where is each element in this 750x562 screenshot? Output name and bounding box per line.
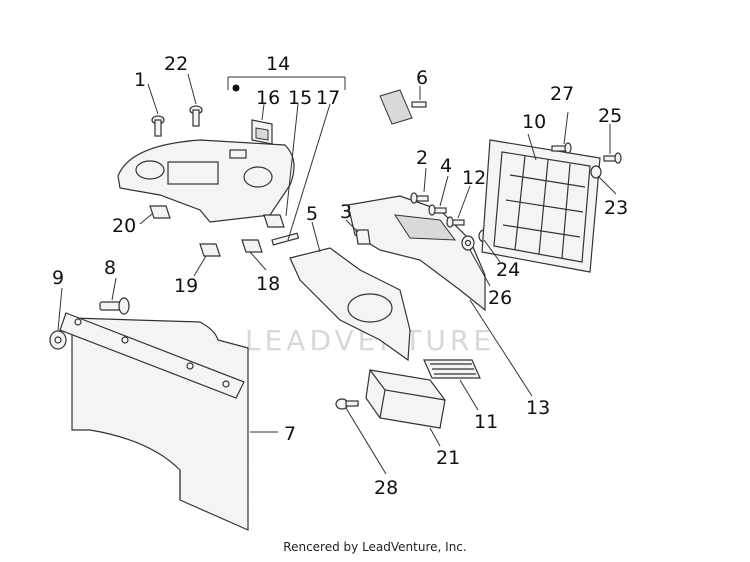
part-8-bolt[interactable] [99,297,130,315]
part-20-nut[interactable] [149,205,171,219]
part-3-nut[interactable] [355,229,371,245]
callout-22: 22 [164,53,188,75]
part-rail-strip[interactable] [59,312,245,399]
part-5-bracket[interactable] [289,247,411,362]
callout-3: 3 [340,201,352,223]
part-6-reflector[interactable] [379,89,427,125]
part-21-light-housing[interactable] [365,369,446,429]
part-27-screw[interactable] [551,142,572,154]
part-10-plate[interactable] [481,139,601,273]
part-16-clip[interactable] [251,119,273,145]
part-25-screw[interactable] [603,152,622,164]
part-group-14-bracket [227,76,346,92]
part-14-mounting-plate[interactable] [117,139,295,223]
callout-28: 28 [374,477,398,499]
callout-17: 17 [316,87,340,109]
callout-8: 8 [104,257,116,279]
callout-12: 12 [462,167,486,189]
part-4-screw[interactable] [428,204,447,216]
callout-27: 27 [550,83,574,105]
part-18-nut[interactable] [241,239,263,253]
callout-7: 7 [284,423,296,445]
callout-10: 10 [522,111,546,133]
callout-20: 20 [112,215,136,237]
part-11-lens[interactable] [423,359,481,379]
callout-1: 1 [134,69,146,91]
part-19-nut[interactable] [199,243,221,257]
callout-11: 11 [474,411,498,433]
callout-26: 26 [488,287,512,309]
callout-16: 16 [256,87,280,109]
callout-25: 25 [598,105,622,127]
callout-19: 19 [174,275,198,297]
part-12-screw[interactable] [446,216,465,228]
callout-24: 24 [496,259,520,281]
part-9-nut[interactable] [49,330,67,350]
part-22-screw[interactable] [189,105,203,127]
part-2-screw[interactable] [410,192,429,204]
footer-credit: Rencered by LeadVenture, Inc. [283,540,467,554]
callout-13: 13 [526,397,550,419]
callout-labels: 1 22 14 16 15 17 6 27 25 10 2 4 12 23 3 … [52,53,628,499]
part-23-washer[interactable] [590,165,602,179]
callout-18: 18 [256,273,280,295]
callout-2: 2 [416,147,428,169]
callout-15: 15 [288,87,312,109]
callout-5: 5 [306,203,318,225]
part-26-washer[interactable] [461,235,475,251]
part-1-screw[interactable] [151,115,165,137]
part-17-pin[interactable] [271,232,300,246]
callout-23: 23 [604,197,628,219]
callout-4: 4 [440,155,452,177]
part-28-screw[interactable] [335,398,359,410]
callout-6: 6 [416,67,428,89]
part-15-nut[interactable] [263,214,285,228]
callout-9: 9 [52,267,64,289]
leader-lines [57,73,617,475]
callout-14: 14 [266,53,290,75]
callout-21: 21 [436,447,460,469]
